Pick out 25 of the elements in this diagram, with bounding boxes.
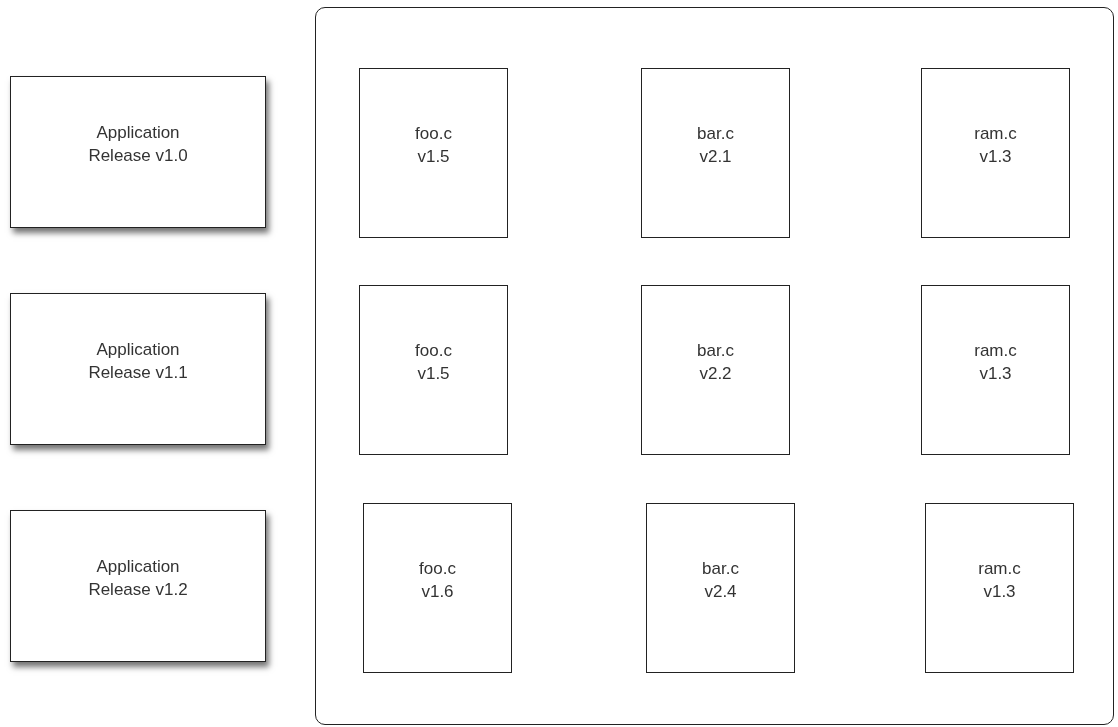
release-box bbox=[10, 293, 266, 445]
file-box bbox=[646, 503, 795, 673]
node-label: ram.c v1.3 bbox=[973, 340, 1018, 385]
node-label: bar.c v2.4 bbox=[701, 558, 740, 603]
container-box bbox=[315, 7, 1114, 725]
file-box bbox=[921, 285, 1070, 455]
release-box bbox=[10, 76, 266, 228]
file-box bbox=[363, 503, 512, 673]
node-label: bar.c v2.1 bbox=[696, 123, 735, 168]
node-label: ram.c v1.3 bbox=[977, 558, 1022, 603]
file-box bbox=[359, 285, 508, 455]
node-label: foo.c v1.6 bbox=[418, 558, 457, 603]
node-label: Application Release v1.0 bbox=[87, 122, 189, 167]
file-box bbox=[641, 68, 790, 238]
file-box bbox=[925, 503, 1074, 673]
file-box bbox=[641, 285, 790, 455]
file-box bbox=[921, 68, 1070, 238]
node-label: foo.c v1.5 bbox=[414, 340, 453, 385]
node-label: ram.c v1.3 bbox=[973, 123, 1018, 168]
file-box bbox=[359, 68, 508, 238]
node-label: Application Release v1.1 bbox=[87, 339, 189, 384]
release-box bbox=[10, 510, 266, 662]
node-label: foo.c v1.5 bbox=[414, 123, 453, 168]
node-label: Application Release v1.2 bbox=[87, 556, 189, 601]
node-label: bar.c v2.2 bbox=[696, 340, 735, 385]
